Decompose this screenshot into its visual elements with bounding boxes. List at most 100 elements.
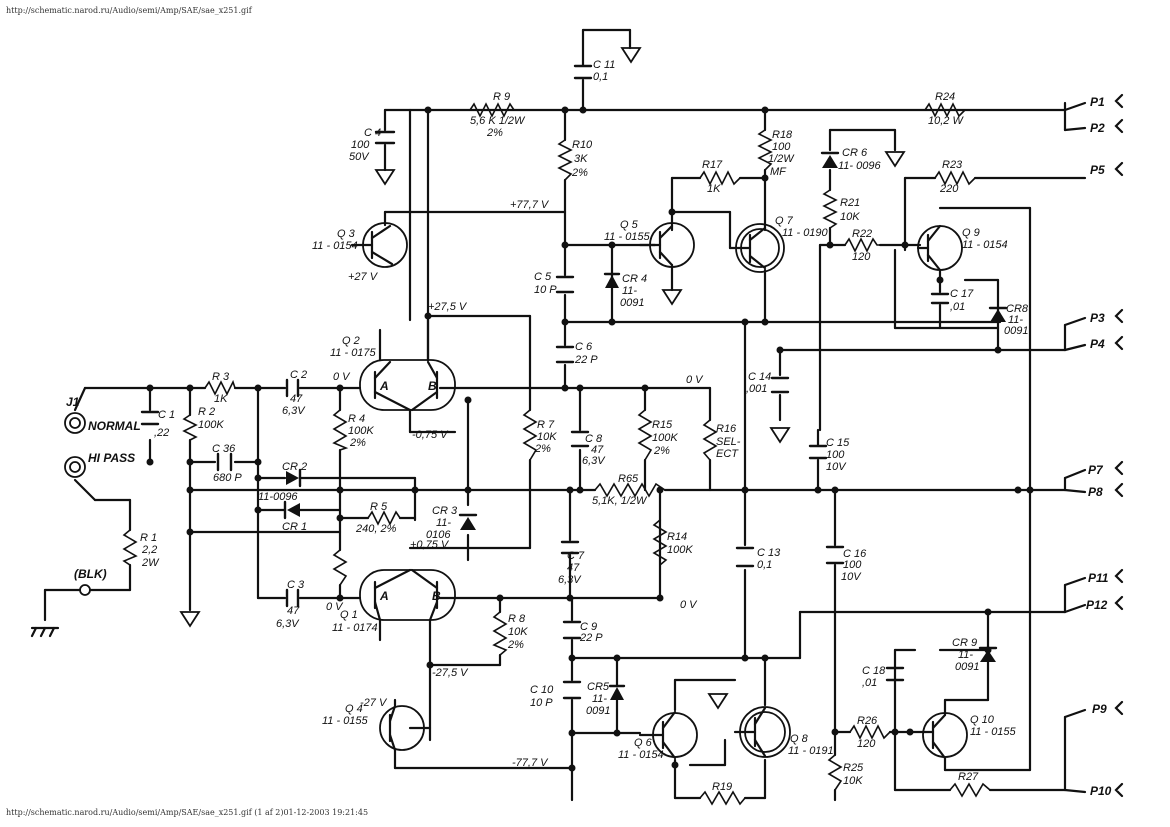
q1-name: Q 1 — [340, 609, 358, 621]
c9-name: C 9 — [580, 621, 597, 633]
cr9-name: CR 9 — [952, 637, 977, 649]
pin-p10: P10 — [1090, 784, 1112, 798]
r10-name: R10 — [572, 139, 593, 151]
c14-value: ,001 — [746, 383, 767, 395]
q7-value: 11 - 0190 — [782, 227, 829, 239]
q1-value: 11 - 0174 — [332, 622, 378, 634]
c18-name: C 18 — [862, 665, 886, 677]
c17-value: ,01 — [950, 301, 965, 313]
r18-value: 100 — [772, 141, 791, 153]
c7-name: C 7 — [567, 550, 585, 562]
c13-name: C 13 — [757, 547, 781, 559]
cr4-value: 11- — [622, 285, 637, 297]
c6-value: 22 P — [574, 354, 598, 366]
r10-tol: 2% — [571, 167, 588, 179]
pin-p2: P2 — [1090, 121, 1105, 135]
c15-voltage: 10V — [826, 461, 847, 473]
cr5-value2: 0091 — [586, 705, 610, 717]
c5-value: 10 P — [534, 284, 557, 296]
r14-value: 100K — [667, 544, 693, 556]
c11-name: C 11 — [593, 59, 615, 71]
r10-value: 3K — [574, 153, 588, 165]
r5-name: R 5 — [370, 501, 388, 513]
c16-value: 100 — [843, 559, 862, 571]
r4-tol: 2% — [349, 437, 366, 449]
r8-name: R 8 — [508, 613, 526, 625]
cr1-name: CR 1 — [282, 521, 307, 533]
voltage-minus-27-5: -27,5 V — [432, 667, 469, 679]
q8-name: Q 8 — [790, 733, 809, 745]
r5-value: 240, 2% — [355, 523, 397, 535]
q5-name: Q 5 — [620, 219, 639, 231]
r4-value: 100K — [348, 425, 374, 437]
pin-p3: P3 — [1090, 311, 1105, 325]
r17-name: R17 — [702, 159, 723, 171]
r3-name: R 3 — [212, 371, 230, 383]
r18-name: R18 — [772, 129, 793, 141]
r4-name: R 4 — [348, 413, 365, 425]
c10-value: 10 P — [530, 697, 553, 709]
pin-ticks — [1114, 93, 1124, 798]
c15-name: C 15 — [826, 437, 850, 449]
c16-name: C 16 — [843, 548, 867, 560]
q2-pin-b: B — [428, 379, 437, 393]
c1-value: ,22 — [154, 427, 169, 439]
r9-name: R 9 — [493, 91, 510, 103]
r24-name: R24 — [935, 91, 955, 103]
normal-label: NORMAL — [88, 419, 141, 433]
c18-value: ,01 — [862, 677, 877, 689]
hipass-label: HI PASS — [88, 451, 135, 465]
c8-value: 47 — [591, 444, 604, 456]
c4-name: C 4 — [364, 127, 381, 139]
c7-value: 47 — [567, 562, 580, 574]
q6-value: 11 - 0154 — [618, 749, 664, 761]
voltage-0v-right: 0 V — [686, 374, 704, 386]
r26-name: R26 — [857, 715, 878, 727]
r23-name: R23 — [942, 159, 963, 171]
q8-value: 11 - 0191 — [788, 745, 834, 757]
c13-value: 0,1 — [757, 559, 772, 571]
r2-value: 100K — [198, 419, 224, 431]
r2-name: R 2 — [198, 406, 215, 418]
q10-value: 11 - 0155 — [970, 726, 1017, 738]
q5-value: 11 - 0155 — [604, 231, 651, 243]
c36-name: C 36 — [212, 443, 236, 455]
pin-p4: P4 — [1090, 337, 1105, 351]
blk-label: (BLK) — [74, 567, 107, 581]
labels: R 9 5,6 K 1/2W 2% R10 3K 2% R18 100 1/2W… — [66, 59, 1112, 798]
c3-value: 47 — [287, 605, 300, 617]
r22-name: R22 — [852, 228, 872, 240]
r9-tol: 2% — [486, 127, 503, 139]
r16-name: R16 — [716, 423, 737, 435]
r19-name: R19 — [712, 781, 732, 793]
r27-name: R27 — [958, 771, 979, 783]
c6-name: C 6 — [575, 341, 593, 353]
q7-name: Q 7 — [775, 215, 794, 227]
c1-name: C 1 — [158, 409, 175, 421]
cr4-name: CR 4 — [622, 273, 647, 285]
r8-tol: 2% — [507, 639, 524, 651]
c8-voltage: 6,3V — [582, 455, 606, 467]
voltage-plus-27: +27 V — [348, 271, 379, 283]
q2-value: 11 - 0175 — [330, 347, 377, 359]
r15-value: 100K — [652, 432, 678, 444]
r18-power: 1/2W — [768, 153, 795, 165]
voltage-minus-0-75: -0,75 V — [412, 429, 449, 441]
diode-symbols — [283, 151, 1008, 700]
c7-voltage: 6,3V — [558, 574, 582, 586]
q6-name: Q 6 — [634, 737, 653, 749]
cr8-value2: 0091 — [1004, 325, 1028, 337]
r25-name: R25 — [843, 762, 864, 774]
r16-value2: ECT — [716, 448, 739, 460]
pin-p12: P12 — [1086, 598, 1108, 612]
q2-name: Q 2 — [342, 335, 360, 347]
pin-p1: P1 — [1090, 95, 1105, 109]
c8-name: C 8 — [585, 433, 603, 445]
r7-tol: 2% — [534, 443, 551, 455]
c15-value: 100 — [826, 449, 845, 461]
c36-value: 680 P — [213, 472, 242, 484]
cr4-value2: 0091 — [620, 297, 644, 309]
r1-power: 2W — [141, 557, 160, 569]
c16-voltage: 10V — [841, 571, 862, 583]
r65-name: R65 — [618, 473, 639, 485]
